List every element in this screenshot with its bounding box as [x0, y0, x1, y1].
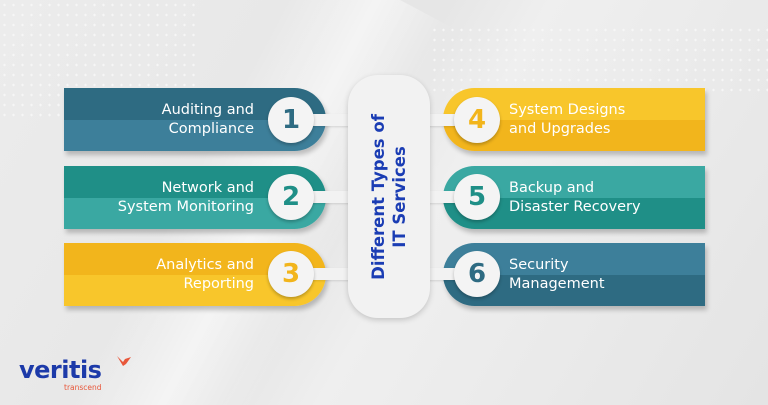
veritis-logo: veritis transcend [19, 356, 131, 392]
number-badge-4: 4 [454, 97, 500, 143]
center-title: Different Types of IT Services [369, 113, 409, 280]
service-label-5: Backup and Disaster Recovery [509, 179, 641, 215]
service-label-1: Auditing and Compliance [161, 101, 254, 137]
number-badge-6: 6 [454, 251, 500, 297]
number-badge-5: 5 [454, 174, 500, 220]
dot-pattern-topright [430, 25, 768, 95]
logo-chevron-icon [117, 356, 131, 366]
logo-tagline: transcend [64, 383, 102, 392]
logo-wordmark: veritis [19, 356, 102, 384]
service-label-2: Network and System Monitoring [117, 179, 254, 215]
number-badge-3: 3 [268, 251, 314, 297]
service-label-4: System Designs and Upgrades [509, 101, 626, 137]
number-badge-2: 2 [268, 174, 314, 220]
number-badge-1: 1 [268, 97, 314, 143]
center-title-pill: Different Types of IT Services [348, 75, 430, 318]
service-label-3: Analytics and Reporting [156, 256, 254, 292]
service-label-6: Security Management [509, 256, 605, 292]
